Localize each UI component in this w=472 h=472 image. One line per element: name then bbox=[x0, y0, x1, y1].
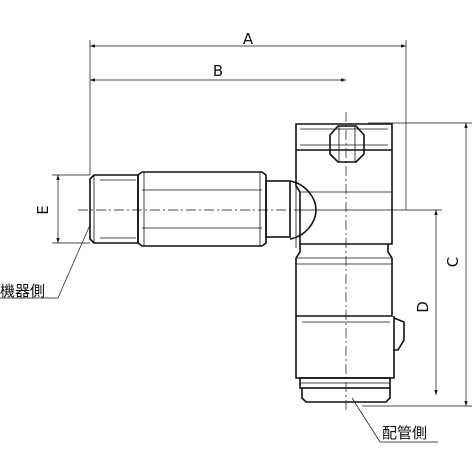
dimension-c: C bbox=[362, 122, 472, 407]
dimension-c-label: C bbox=[444, 257, 462, 267]
dimension-d-label: D bbox=[414, 301, 432, 313]
dimension-e-label: E bbox=[34, 205, 52, 214]
fitting-body bbox=[89, 123, 405, 403]
dimension-e: E bbox=[34, 174, 90, 244]
device-side-callout: 機器側 bbox=[0, 224, 91, 300]
device-side-label: 機器側 bbox=[0, 282, 45, 300]
piping-side-callout: 配管側 bbox=[351, 397, 438, 443]
dimension-b-label: B bbox=[213, 62, 223, 80]
dimension-a: A bbox=[89, 30, 407, 210]
piping-side-label: 配管側 bbox=[382, 424, 427, 442]
dimension-d: D bbox=[300, 209, 442, 395]
dimension-b: B bbox=[90, 62, 346, 82]
dimension-a-label: A bbox=[243, 30, 254, 48]
